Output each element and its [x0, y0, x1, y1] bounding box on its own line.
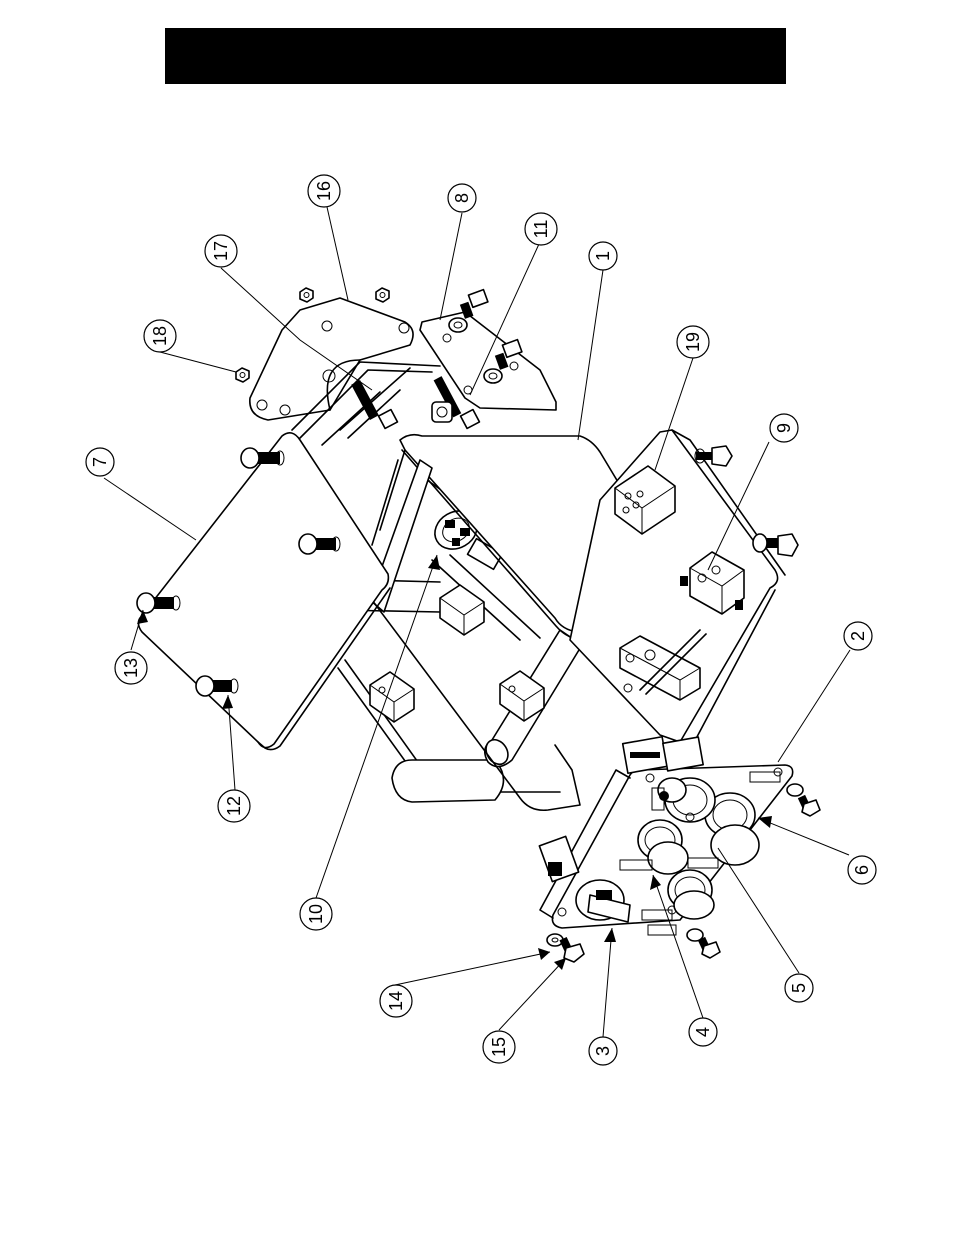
- callout-7-label: 7: [90, 457, 110, 467]
- bolt-side-lower: [753, 534, 798, 556]
- callout-12: 12: [218, 790, 250, 822]
- callout-18: 18: [144, 320, 176, 352]
- callout-14-label: 14: [386, 991, 406, 1011]
- cover-plate-part-7: [138, 433, 390, 750]
- callout-15-label: 15: [489, 1037, 509, 1057]
- bolt-side-upper: [695, 446, 732, 466]
- callout-16-label: 16: [314, 181, 334, 201]
- callout-10-label: 10: [306, 904, 326, 924]
- callout-13-label: 13: [121, 658, 141, 678]
- callout-10: 10: [300, 898, 332, 930]
- callout-16: 16: [308, 175, 340, 207]
- callout-3: 3: [589, 1037, 617, 1065]
- callout-9: 9: [770, 414, 798, 442]
- callout-19: 19: [677, 326, 709, 358]
- callout-17-label: 17: [211, 241, 231, 261]
- nut-top-left: [300, 288, 313, 302]
- panel-screw-part-14-15: [547, 934, 584, 962]
- callout-1-label: 1: [593, 251, 613, 261]
- frame-block-2: [370, 672, 414, 722]
- callout-1: 1: [589, 242, 617, 270]
- nut-part-18: [236, 368, 249, 382]
- callout-7: 7: [86, 448, 114, 476]
- callout-9-label: 9: [774, 423, 794, 433]
- frame-block-1: [440, 585, 484, 635]
- callout-14: 14: [380, 985, 412, 1017]
- panel-screw-upper-right: [787, 784, 820, 816]
- callout-2-label: 2: [848, 631, 868, 641]
- nut-top-right: [376, 288, 389, 302]
- callout-8: 8: [448, 184, 476, 212]
- callout-3-label: 3: [593, 1046, 613, 1056]
- callout-18-label: 18: [150, 326, 170, 346]
- pilot-light: [658, 778, 686, 802]
- callout-11-label: 11: [531, 220, 551, 239]
- panel-screw-lower-right: [687, 929, 720, 958]
- callout-6-label: 6: [852, 865, 872, 875]
- callout-5: 5: [785, 974, 813, 1002]
- callout-12-label: 12: [224, 796, 244, 816]
- callout-5-label: 5: [789, 983, 809, 993]
- stud-part-17: [351, 380, 397, 428]
- callout-8-label: 8: [452, 193, 472, 203]
- plate-part-8: [420, 312, 556, 410]
- callout-4-label: 4: [693, 1027, 713, 1037]
- callout-2: 2: [844, 622, 872, 650]
- callout-19-label: 19: [683, 332, 703, 352]
- callout-6: 6: [848, 856, 876, 884]
- callout-11: 11: [525, 213, 557, 245]
- callout-4: 4: [689, 1018, 717, 1046]
- callout-13: 13: [115, 652, 147, 684]
- callout-15: 15: [483, 1031, 515, 1063]
- callout-17: 17: [205, 235, 237, 267]
